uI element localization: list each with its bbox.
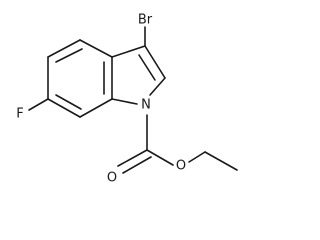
fluorine-atom-label: F [16, 107, 23, 122]
bond-carbonyl-double-outer [117, 149, 148, 167]
ethyl-carbamate-group [117, 114, 238, 174]
bond-c3-c2-inner [138, 54, 156, 81]
bond-oxygen-ch2 [188, 151, 206, 163]
bond-c6-f [28, 98, 49, 111]
bond-c6-c7-inner [55, 94, 82, 110]
bond-carbonyl-double-inner [122, 156, 152, 174]
bond-carbonyl-ester-oxygen [146, 149, 174, 166]
bromine-atom-label: Br [138, 13, 153, 28]
bond-c4-c5-inner [55, 48, 83, 63]
bond-c6-c7 [47, 98, 81, 118]
nitrogen-atom-label: N [141, 98, 151, 113]
pyrrole-ring [111, 45, 166, 105]
benzene-ring [47, 39, 113, 118]
bond-c3-c2 [144, 45, 166, 79]
bond-ch2-ch3 [204, 151, 238, 171]
molecule-structure: Br F N O O [16, 13, 238, 186]
bond-c3a-c4 [79, 39, 113, 58]
bond-c2-n1 [149, 77, 166, 96]
bond-c4-c5 [47, 39, 81, 58]
ester-oxygen-label: O [176, 159, 186, 174]
bond-c3a-c3 [111, 45, 146, 58]
carbonyl-oxygen-label: O [107, 171, 117, 186]
bond-n1-c7a [111, 98, 138, 105]
bond-c7-c7a [79, 98, 113, 118]
